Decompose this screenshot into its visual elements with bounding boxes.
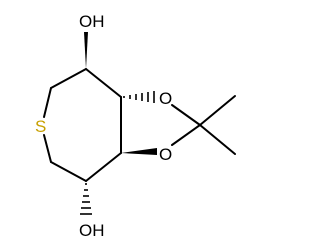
atom-label-o-lower: O xyxy=(159,145,172,164)
atom-label-oh-bottom: OH xyxy=(79,221,105,240)
hash-bond-c4-oh xyxy=(80,183,92,215)
wedge-bond-c1-oh xyxy=(84,32,88,69)
bond-o-upper-cq xyxy=(171,104,201,126)
bond-c3-c4 xyxy=(85,152,122,182)
hash-bond-c2-o-upper xyxy=(123,91,155,103)
atom-label-o-upper: O xyxy=(159,89,172,108)
bond-cq-methyl-bottom xyxy=(199,124,236,155)
structure-canvas: OH O O S OH xyxy=(35,12,236,240)
wedge-bond-c3-o-lower xyxy=(121,148,157,155)
bond-ch2-bottom-c4 xyxy=(50,161,87,182)
bond-ch2-top-s xyxy=(43,87,52,118)
molecule-diagram: OH O O S OH xyxy=(35,12,236,240)
bond-c1-c2 xyxy=(85,68,122,98)
bond-cq-methyl-top xyxy=(199,95,236,126)
atom-label-oh-top: OH xyxy=(79,12,105,31)
bond-c1-ch2-top xyxy=(50,68,87,89)
bond-cq-o-lower xyxy=(171,124,201,146)
atom-label-sulfur: S xyxy=(35,117,46,136)
bond-s-ch2-bottom xyxy=(43,134,52,163)
